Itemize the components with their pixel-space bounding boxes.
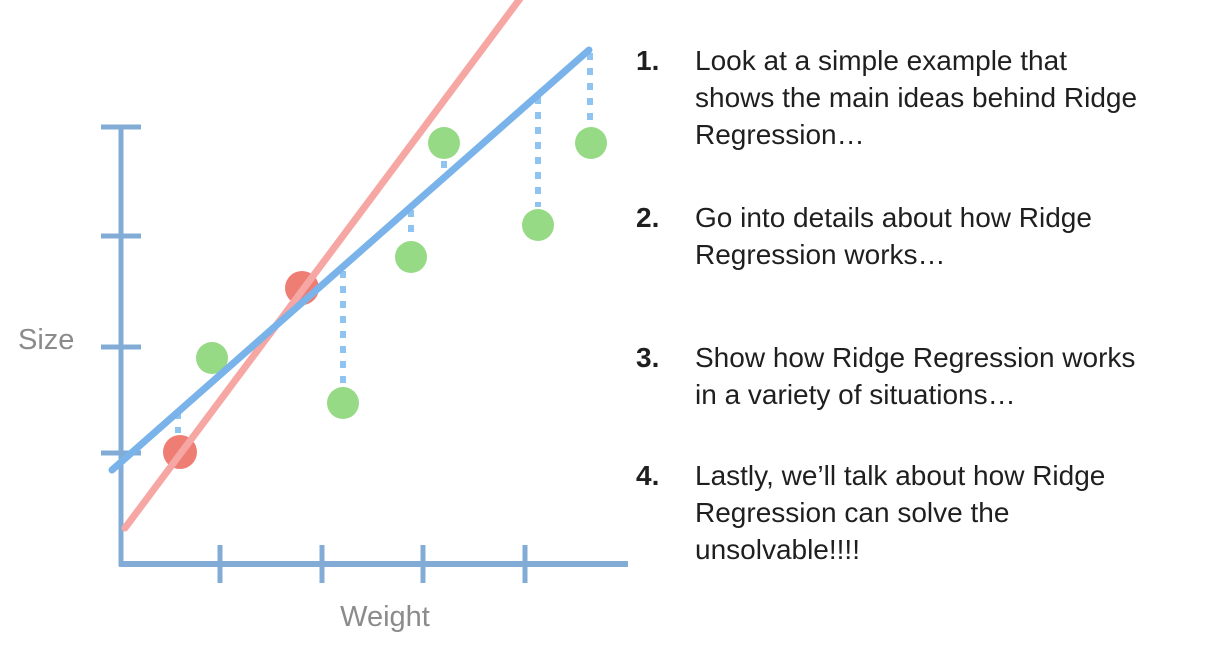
item-number: 3. <box>636 342 660 373</box>
item-number: 4. <box>636 460 660 491</box>
item-text: Go into details about how Ridge Regressi… <box>695 202 1092 270</box>
item-number: 1. <box>636 45 660 76</box>
list-item: 2. Go into details about how Ridge Regre… <box>636 199 1206 273</box>
ridge-chart: Size Weight <box>18 0 628 633</box>
item-text: Look at a simple example that shows the … <box>695 45 1138 150</box>
list-item: 4. Lastly, we’ll talk about how Ridge Re… <box>636 457 1206 568</box>
x-axis-label: Weight <box>340 601 430 633</box>
ridge-chart-svg <box>101 0 628 583</box>
y-axis-label: Size <box>18 324 75 356</box>
list-item: 3. Show how Ridge Regression works in a … <box>636 339 1206 413</box>
list-item: 1. Look at a simple example that shows t… <box>636 42 1206 153</box>
item-text: Show how Ridge Regression works in a var… <box>695 342 1136 410</box>
item-number: 2. <box>636 202 660 233</box>
item-text: Lastly, we’ll talk about how Ridge Regre… <box>695 460 1106 565</box>
steps-list: 1. Look at a simple example that shows t… <box>636 42 1206 568</box>
